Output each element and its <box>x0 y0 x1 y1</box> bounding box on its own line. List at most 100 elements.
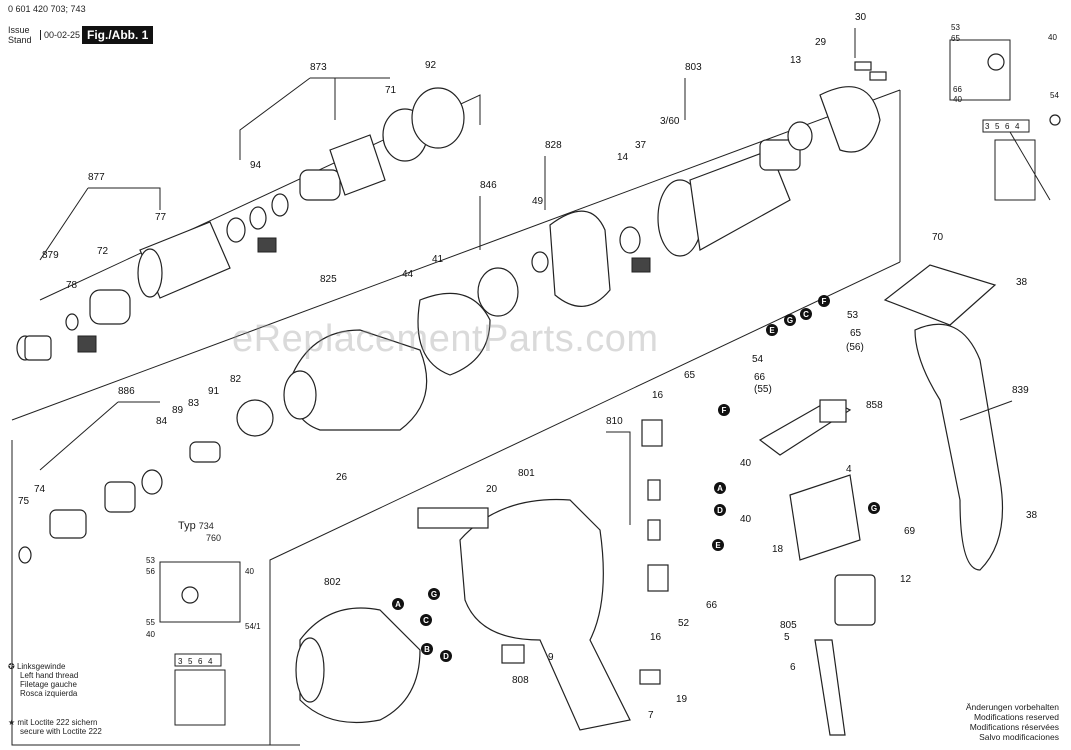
svg-text:G: G <box>871 504 877 513</box>
leader-line <box>239 77 311 160</box>
part-label-5: 5 <box>784 632 790 643</box>
connector-marker-A1: A <box>714 482 726 494</box>
part-label-16b: 16 <box>650 632 662 643</box>
part-label-828: 828 <box>545 140 562 151</box>
part-label-41: 41 <box>432 254 444 265</box>
part-label-802: 802 <box>324 577 341 588</box>
part-label-825: 825 <box>320 274 337 285</box>
part-label-839: 839 <box>1012 385 1029 396</box>
svg-text:G: G <box>431 590 437 599</box>
part-label-801: 801 <box>518 468 535 479</box>
connector-marker-G1: G <box>784 314 796 326</box>
part-label-873: 873 <box>310 62 327 73</box>
part-label-40b: 40 <box>740 514 752 525</box>
wiring-bottom-label: 40 <box>146 630 155 639</box>
part-label-52: 52 <box>678 618 690 629</box>
svg-text:F: F <box>722 406 727 415</box>
part-label-6: 6 <box>790 662 796 673</box>
part-label-9: 9 <box>548 652 554 663</box>
part-label-71: 71 <box>385 85 397 96</box>
wiring-bottom-label: 5 <box>188 657 193 666</box>
armature <box>657 61 887 257</box>
part-label-74: 74 <box>34 484 46 495</box>
part-label-65b: 65 <box>684 370 696 381</box>
wiring-bottom-label: 54/1 <box>245 622 261 631</box>
part-label-49: 49 <box>532 196 544 207</box>
issue-date: 00-02-25 <box>40 30 80 40</box>
typ-label: Typ 734 760 <box>178 520 221 544</box>
svg-text:E: E <box>769 326 775 335</box>
connector-marker-D2: D <box>440 650 452 662</box>
connector-marker-F1: F <box>818 295 830 307</box>
wiring-bottom-label: 3 <box>178 657 183 666</box>
part-label-7: 7 <box>648 710 654 721</box>
part-label-69: 69 <box>904 526 916 537</box>
loctite-de: mit Loctite 222 sichern <box>17 718 98 727</box>
svg-text:E: E <box>715 541 721 550</box>
part-label-30: 30 <box>855 12 867 23</box>
svg-text:C: C <box>803 310 809 319</box>
leader-line <box>39 187 89 261</box>
part-label-78: 78 <box>66 280 78 291</box>
part-number-header: 0 601 420 703; 743 <box>8 4 86 14</box>
part-label-14: 14 <box>617 152 629 163</box>
wiring-top-label: 66 <box>953 85 962 94</box>
part-label-4: 4 <box>846 464 852 475</box>
legend-de: Linksgewinde <box>16 662 66 671</box>
wiring-top-label: 65 <box>951 34 960 43</box>
mod-de: Änderungen vorbehalten <box>965 702 1059 712</box>
bit-holder-assembly <box>16 221 231 361</box>
watermark-text: eReplacementParts.com <box>232 318 659 360</box>
part-label-16a: 16 <box>652 390 664 401</box>
clutch-parts-lower <box>18 399 274 564</box>
part-label-70: 70 <box>932 232 944 243</box>
part-label-808: 808 <box>512 675 529 686</box>
brush-holders <box>639 419 669 685</box>
part-label-54: 54 <box>752 354 764 365</box>
svg-text:C: C <box>423 616 429 625</box>
part-label-38a: 38 <box>1016 277 1028 288</box>
part-label-810: 810 <box>606 416 623 427</box>
typ-value-1: 734 <box>198 521 214 531</box>
typ-text: Typ <box>178 520 196 532</box>
leader-line <box>310 77 336 120</box>
part-label-3_60: 3/60 <box>660 116 680 127</box>
wiring-diagram-bottom <box>159 561 241 726</box>
svg-text:D: D <box>443 652 449 661</box>
housing-front <box>283 292 491 431</box>
switch-and-cord <box>758 399 876 736</box>
part-label-19: 19 <box>676 694 688 705</box>
wiring-bottom-label: 4 <box>208 657 213 666</box>
part-label-858: 858 <box>866 400 883 411</box>
star-icon: ★ <box>8 718 16 727</box>
part-label-12: 12 <box>900 574 912 585</box>
figure-label: Fig./Abb. 1 <box>82 26 154 44</box>
wiring-top-label: 3 <box>985 122 990 131</box>
connector-marker-F2: F <box>718 404 730 416</box>
left-thread-icon: ✪ <box>8 662 15 671</box>
part-label-56: (56) <box>846 342 864 353</box>
part-label-75: 75 <box>18 496 30 507</box>
part-label-18: 18 <box>772 544 784 555</box>
part-label-877: 877 <box>88 172 105 183</box>
wiring-top-label: 40 <box>953 95 962 104</box>
loctite-legend: ★ mit Loctite 222 sichern secure with Lo… <box>8 718 102 736</box>
legend-es: Rosca izquierda <box>20 689 78 698</box>
part-label-40a: 40 <box>740 458 752 469</box>
part-label-26: 26 <box>336 472 348 483</box>
part-label-72: 72 <box>97 246 109 257</box>
leader-line <box>959 400 1013 421</box>
motor-housing-801 <box>417 498 631 731</box>
wiring-top-label: 40 <box>1048 33 1057 42</box>
leader-line <box>39 401 119 471</box>
wiring-bottom-label: 6 <box>198 657 203 666</box>
part-label-20: 20 <box>486 484 498 495</box>
gearbox-assembly <box>477 210 651 317</box>
legend-fr: Filetage gauche <box>20 680 77 689</box>
part-label-77: 77 <box>155 212 167 223</box>
stand-label: Stand <box>8 35 32 45</box>
part-label-83: 83 <box>188 398 200 409</box>
part-label-879: 879 <box>42 250 59 261</box>
wiring-diagram-top <box>949 39 1061 201</box>
